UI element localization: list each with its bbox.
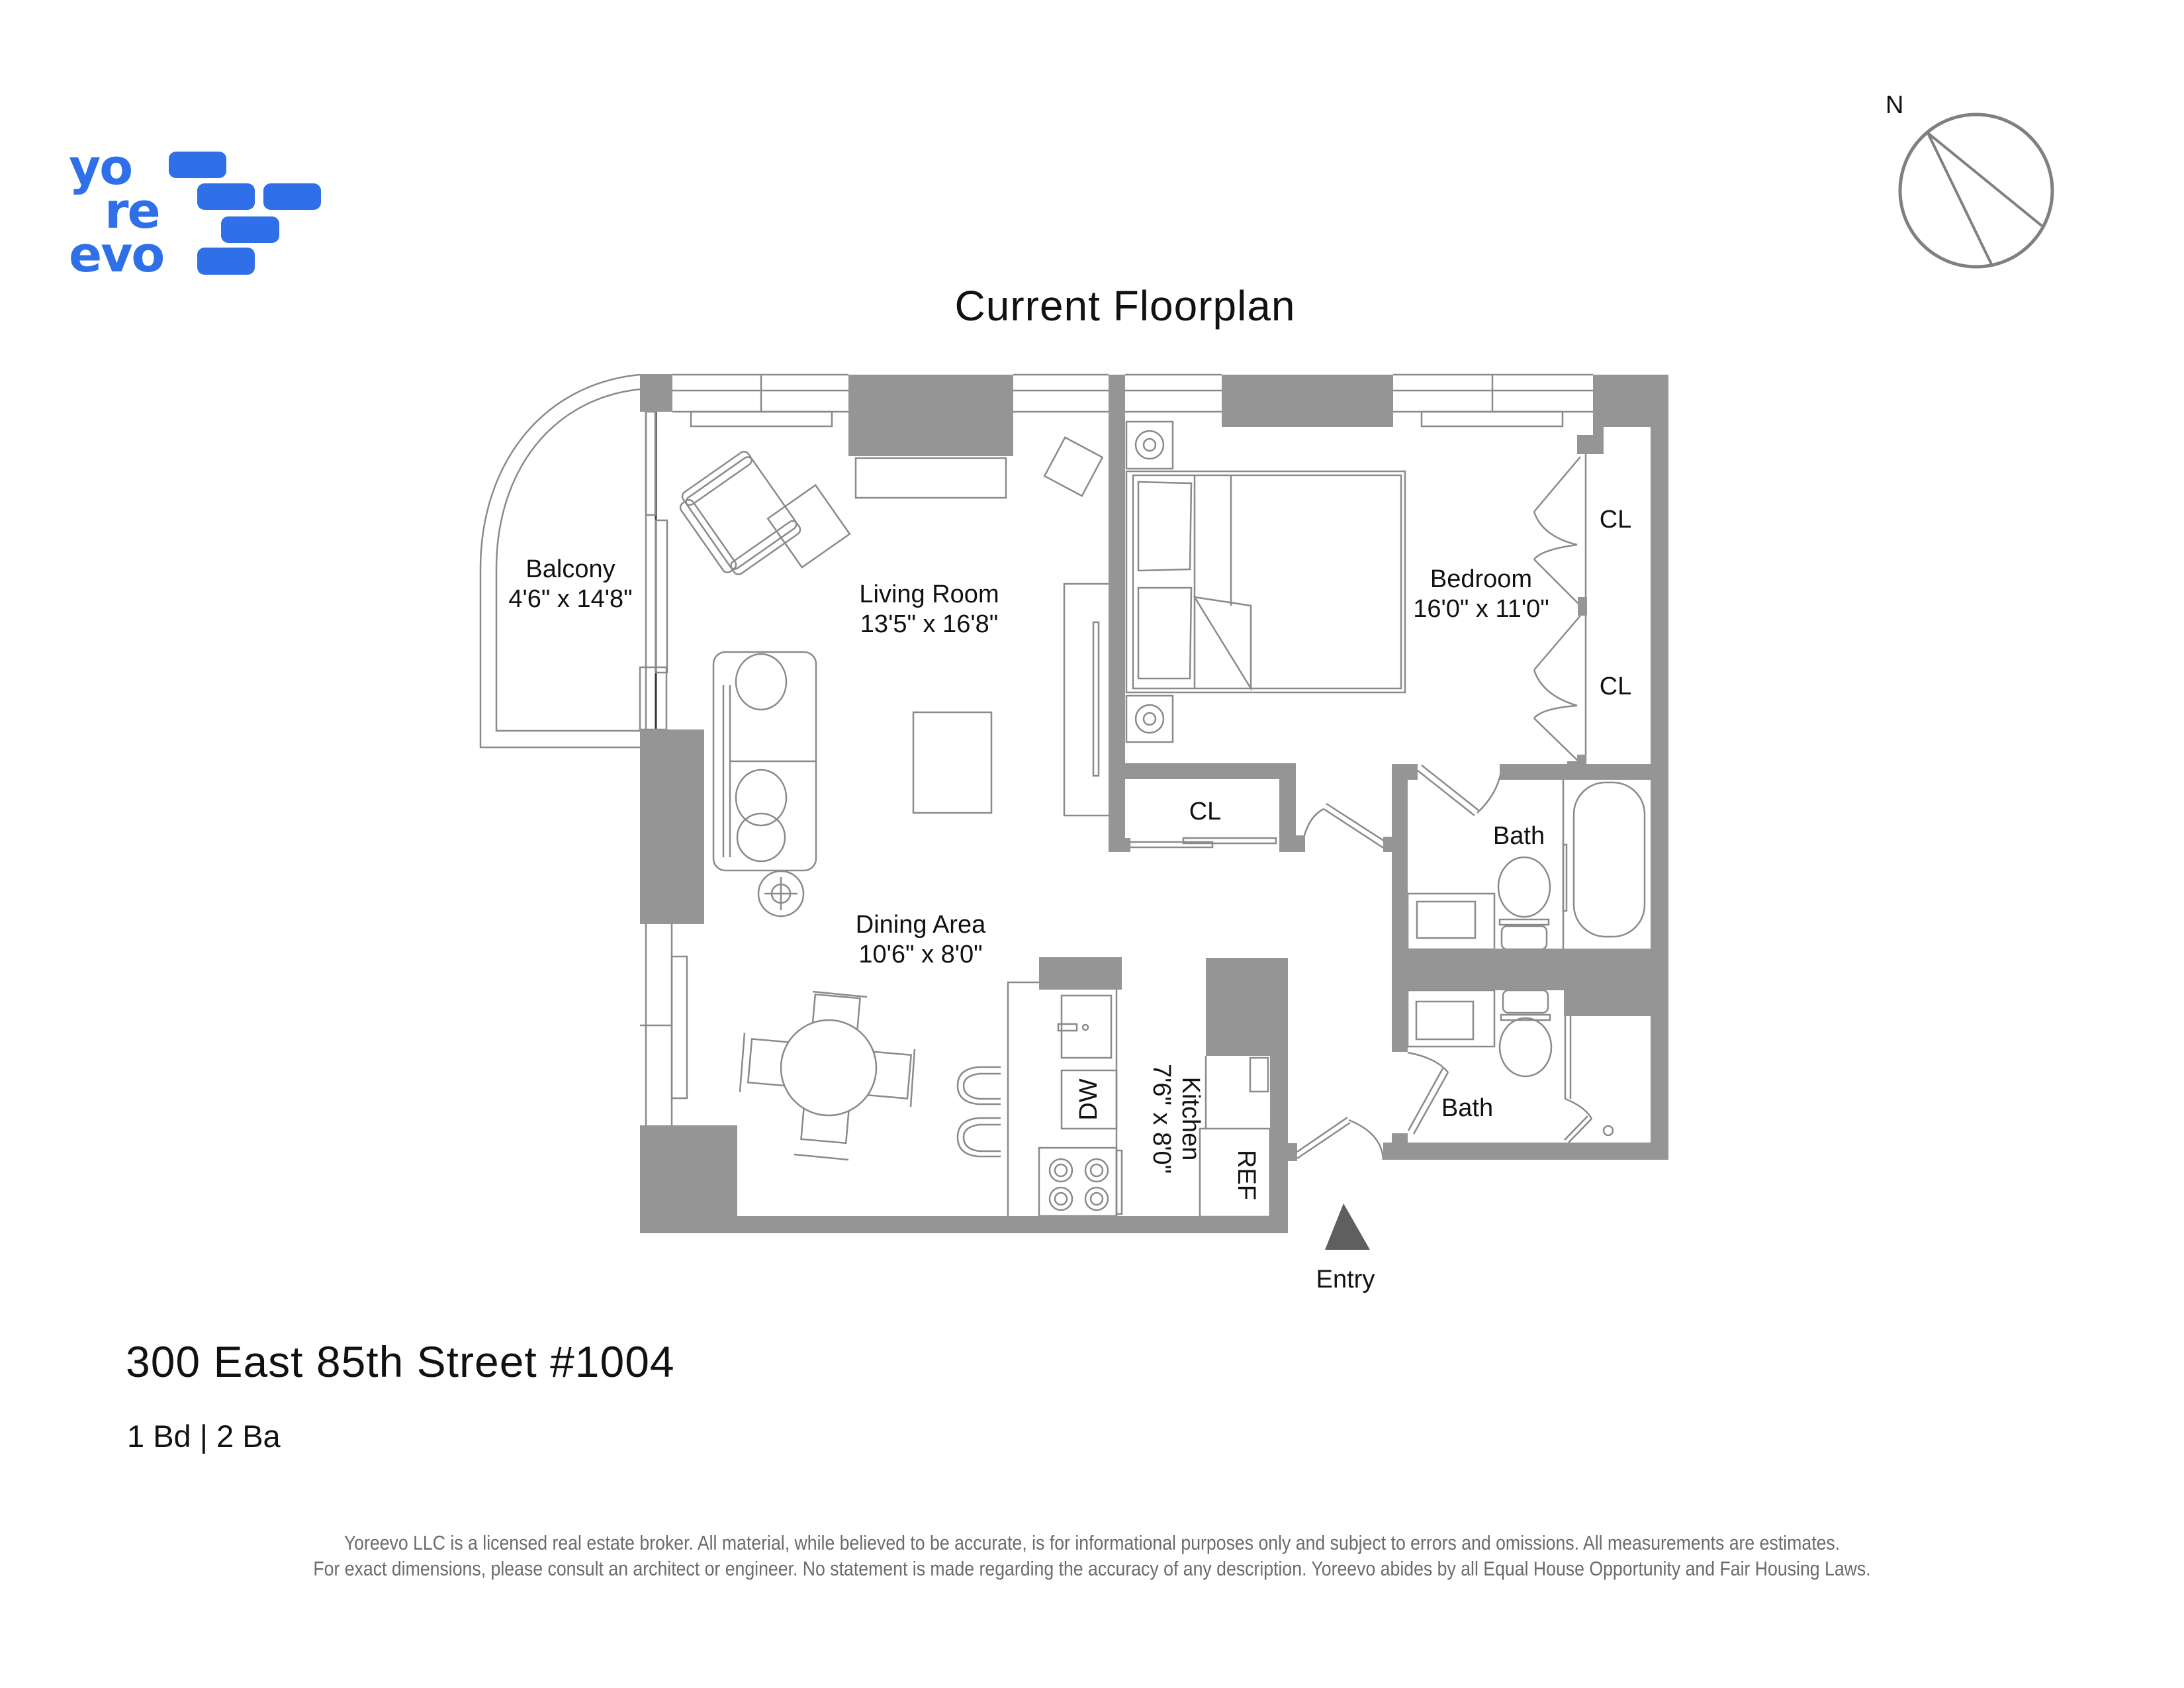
window-ledge bbox=[690, 410, 833, 428]
bath2-door-swing bbox=[1407, 1051, 1449, 1135]
disclaimer-line-1: Yoreevo LLC is a licensed real estate br… bbox=[343, 1531, 1841, 1554]
logo-text-evo: evo bbox=[69, 226, 165, 283]
logo-brick-icon bbox=[263, 183, 321, 210]
hall-closet-label: CL bbox=[1189, 798, 1222, 825]
yoreevo-logo: yo re evo bbox=[66, 139, 331, 285]
bedroom-closet-label: CL bbox=[1600, 673, 1632, 700]
dishwasher bbox=[1060, 1069, 1118, 1130]
bath1-tub bbox=[1572, 781, 1646, 938]
armchair bbox=[679, 451, 801, 575]
kitchen-label: Kitchen bbox=[1177, 1077, 1205, 1161]
bed bbox=[1125, 470, 1406, 694]
bath1-door-swing bbox=[1417, 765, 1502, 816]
window-ledge bbox=[670, 955, 688, 1100]
north-arrow-compass-icon bbox=[1898, 113, 2054, 269]
side-table bbox=[1043, 436, 1104, 497]
balcony-outline bbox=[479, 373, 641, 749]
floor-lamp bbox=[757, 870, 805, 917]
legal-disclaimer: Yoreevo LLC is a licensed real estate br… bbox=[0, 1530, 2184, 1581]
bath2-shower-door bbox=[1564, 1098, 1593, 1143]
window-ledge bbox=[1420, 410, 1564, 428]
bedroom-closet-label: CL bbox=[1600, 506, 1632, 534]
tv-console bbox=[854, 457, 1007, 499]
dishwasher-label: DW bbox=[1075, 1078, 1103, 1120]
entry-door-swing bbox=[1297, 1116, 1385, 1160]
balcony-label: Balcony bbox=[525, 555, 615, 583]
ottoman bbox=[766, 484, 851, 569]
bedroom-dims: 16'0" x 11'0" bbox=[1413, 595, 1549, 623]
logo-brick-icon bbox=[169, 152, 226, 178]
page-title: Current Floorplan bbox=[954, 282, 1296, 330]
logo-text-re: re bbox=[105, 183, 161, 240]
bath2-toilet bbox=[1498, 1017, 1553, 1078]
sofa bbox=[712, 651, 817, 872]
bedroom-label: Bedroom bbox=[1430, 565, 1532, 593]
nightstand bbox=[1125, 420, 1174, 470]
dining-area-dims: 10'6" x 8'0" bbox=[858, 941, 982, 968]
hall-door-swing bbox=[1301, 802, 1387, 850]
bath2-sink bbox=[1415, 1000, 1475, 1041]
bath2-label: Bath bbox=[1441, 1094, 1493, 1122]
refrigerator-label: REF bbox=[1232, 1150, 1260, 1200]
entry-arrow-icon bbox=[1325, 1203, 1370, 1250]
living-room-dims: 13'5" x 16'8" bbox=[860, 610, 998, 638]
logo-brick-icon bbox=[197, 248, 255, 275]
dining-area-label: Dining Area bbox=[856, 911, 986, 939]
listing-address: 300 East 85th Street #1004 bbox=[126, 1337, 675, 1386]
entry-label: Entry bbox=[1316, 1266, 1375, 1293]
kitchen-sink bbox=[1060, 994, 1113, 1059]
bath1-label: Bath bbox=[1493, 822, 1545, 850]
compass-north-label: N bbox=[1886, 91, 1904, 119]
walls bbox=[640, 374, 1668, 1233]
disclaimer-line-2: For exact dimensions, please consult an … bbox=[313, 1557, 1871, 1580]
coffee-table bbox=[912, 711, 993, 814]
bath1-sink bbox=[1416, 900, 1477, 939]
nightstand bbox=[1125, 694, 1174, 743]
living-room-label: Living Room bbox=[859, 581, 999, 608]
dining-table bbox=[739, 990, 916, 1161]
logo-text-yo: yo bbox=[69, 139, 133, 196]
logo-brick-icon bbox=[197, 183, 255, 210]
kitchen-dims: 7'6" x 8'0" bbox=[1148, 1064, 1175, 1174]
listing-summary: 1 Bd | 2 Ba bbox=[127, 1419, 281, 1454]
logo-brick-icon bbox=[221, 216, 279, 243]
bath1-toilet bbox=[1497, 856, 1551, 918]
bar-stools bbox=[956, 1066, 1001, 1158]
cooktop bbox=[1038, 1147, 1123, 1217]
balcony-dims: 4'6" x 14'8" bbox=[508, 585, 632, 613]
